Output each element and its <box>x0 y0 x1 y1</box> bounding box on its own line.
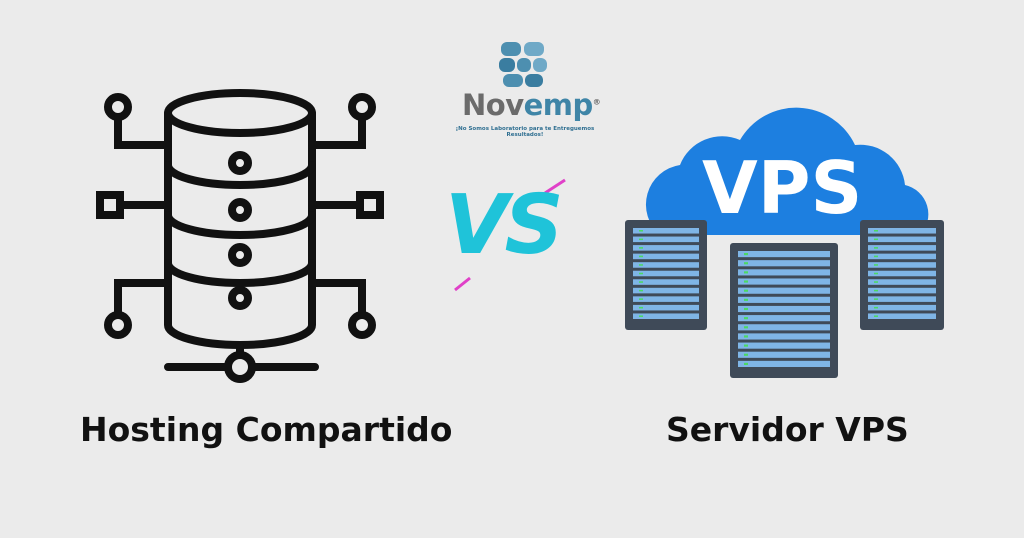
drive-bay <box>868 304 936 311</box>
servidor-vps-caption: Servidor VPS <box>666 410 909 449</box>
drive-bay <box>738 305 830 313</box>
drive-bay <box>868 228 936 234</box>
drive-bay <box>738 315 830 322</box>
drive-bay <box>738 360 830 367</box>
drive-bay <box>738 351 830 358</box>
status-led <box>639 306 643 309</box>
status-led <box>874 315 878 317</box>
status-led <box>744 262 748 265</box>
status-led <box>874 238 878 241</box>
status-led <box>744 298 748 301</box>
drive-bay <box>868 287 936 294</box>
status-led <box>639 315 643 317</box>
drive-bay <box>868 270 936 277</box>
status-led <box>874 255 878 258</box>
status-led <box>744 280 748 283</box>
status-led <box>874 247 878 249</box>
hosting-compartido-caption: Hosting Compartido <box>80 410 453 449</box>
status-led <box>744 317 748 320</box>
drive-bay <box>738 342 830 349</box>
status-led <box>874 289 878 292</box>
drive-bay <box>868 236 936 243</box>
status-led <box>874 264 878 266</box>
status-led <box>639 230 643 232</box>
drive-bay <box>738 296 830 303</box>
drive-bay <box>868 253 936 260</box>
drive-bay <box>633 313 699 319</box>
versus-label: VS <box>445 178 564 273</box>
drive-bay <box>868 262 936 268</box>
drive-bay <box>738 251 830 258</box>
status-led <box>744 289 748 292</box>
drive-bay <box>633 228 699 234</box>
status-led <box>639 247 643 249</box>
status-led <box>639 272 643 275</box>
logo-tagline: ¡No Somos Laboratorio para te Entreguemo… <box>455 126 595 138</box>
drive-bay <box>738 324 830 331</box>
status-led <box>744 253 748 256</box>
vs-accent-lines <box>454 178 566 292</box>
drive-bay <box>738 333 830 340</box>
status-led <box>639 289 643 292</box>
drive-bay <box>633 296 699 302</box>
cloud-vps-label: VPS <box>702 146 863 230</box>
drive-bay <box>633 287 699 294</box>
status-led <box>744 335 748 338</box>
status-led <box>639 264 643 266</box>
shared-server-database-icon <box>96 89 384 383</box>
status-led <box>639 281 643 283</box>
status-led <box>874 306 878 309</box>
drive-bay <box>738 287 830 294</box>
novemp-logo-icon <box>499 42 547 87</box>
status-led <box>744 307 748 311</box>
status-led <box>639 298 643 300</box>
drive-bay <box>738 260 830 267</box>
drive-bay <box>738 278 830 285</box>
status-led <box>639 238 643 241</box>
drive-bay <box>633 253 699 260</box>
drive-bay <box>868 245 936 251</box>
drive-bay <box>868 313 936 319</box>
drive-bay <box>633 279 699 285</box>
status-led <box>874 298 878 300</box>
drive-bay <box>633 270 699 277</box>
drive-bay <box>633 304 699 311</box>
drive-bay <box>738 269 830 276</box>
status-led <box>639 255 643 258</box>
status-led <box>874 272 878 275</box>
status-led <box>874 230 878 232</box>
status-led <box>874 281 878 283</box>
drive-bay <box>868 296 936 302</box>
drive-bay <box>633 262 699 268</box>
status-led <box>744 271 748 274</box>
drive-bay <box>633 245 699 251</box>
drive-bay <box>633 236 699 243</box>
status-led <box>744 353 748 356</box>
status-led <box>744 362 748 365</box>
cloud-server-rack-icon <box>625 107 944 378</box>
status-led <box>744 344 748 347</box>
logo-wordmark: Novemp® <box>462 88 601 122</box>
drive-bay <box>868 279 936 285</box>
status-led <box>744 326 748 329</box>
